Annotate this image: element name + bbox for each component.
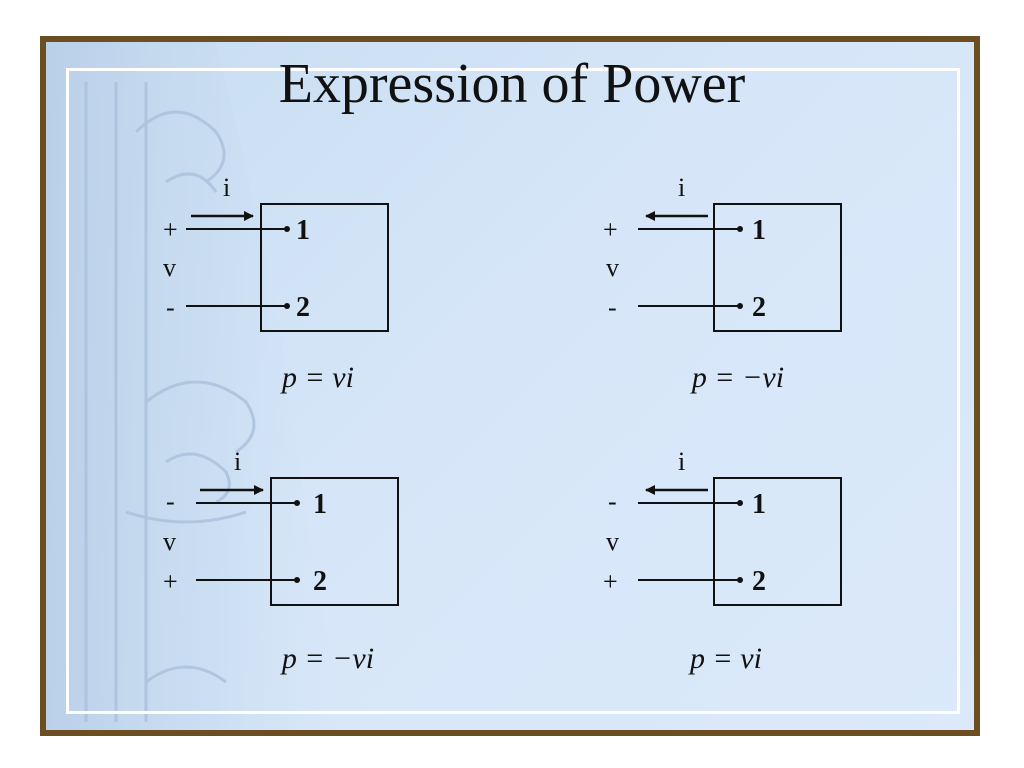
- bottom-polarity-sign: +: [603, 567, 618, 596]
- top-polarity-sign: -: [166, 487, 175, 516]
- power-equation: p = −vi: [280, 642, 374, 675]
- terminal-1-label: 1: [296, 215, 310, 246]
- bottom-polarity-sign: -: [166, 293, 175, 322]
- device-box: [270, 477, 399, 606]
- terminal-2-dot: [737, 577, 743, 583]
- terminal-2-dot: [284, 303, 290, 309]
- terminal-2-label: 2: [313, 566, 327, 597]
- inner-border: [66, 68, 960, 714]
- terminal-1-dot: [284, 226, 290, 232]
- circuit-diagram-1: i + v - 1 2 p = vi: [163, 173, 389, 394]
- terminal-2-dot: [294, 577, 300, 583]
- circuit-diagram-3: i - v + 1 2 p = −vi: [163, 447, 399, 675]
- terminal-1-dot: [294, 500, 300, 506]
- circuit-diagram-4: i - v + 1 2 p = vi: [603, 447, 842, 675]
- voltage-label: v: [606, 253, 619, 282]
- current-label: i: [234, 447, 241, 476]
- power-equation: p = vi: [280, 361, 354, 394]
- current-label: i: [678, 173, 685, 202]
- current-label: i: [678, 447, 685, 476]
- current-label: i: [223, 173, 230, 202]
- terminal-1-dot: [737, 226, 743, 232]
- terminal-2-dot: [737, 303, 743, 309]
- slide-frame: [40, 36, 980, 736]
- terminal-2-label: 2: [752, 566, 766, 597]
- terminal-1-label: 1: [752, 215, 766, 246]
- power-equation: p = vi: [688, 642, 762, 675]
- top-polarity-sign: +: [603, 215, 618, 244]
- slide-title: Expression of Power: [278, 53, 746, 115]
- voltage-label: v: [606, 527, 619, 556]
- voltage-label: v: [163, 527, 176, 556]
- terminal-2-label: 2: [752, 292, 766, 323]
- terminal-2-label: 2: [296, 292, 310, 323]
- device-box: [713, 477, 842, 606]
- terminal-1-label: 1: [313, 489, 327, 520]
- top-polarity-sign: +: [163, 215, 178, 244]
- device-box: [713, 203, 842, 332]
- circuit-diagram-2: i + v - 1 2 p = −vi: [603, 173, 842, 394]
- top-polarity-sign: -: [608, 487, 617, 516]
- column-background-image: [46, 42, 344, 730]
- terminal-1-dot: [737, 500, 743, 506]
- voltage-label: v: [163, 253, 176, 282]
- device-box: [260, 203, 389, 332]
- power-equation: p = −vi: [690, 361, 784, 394]
- bottom-polarity-sign: -: [608, 293, 617, 322]
- terminal-1-label: 1: [752, 489, 766, 520]
- bottom-polarity-sign: +: [163, 567, 178, 596]
